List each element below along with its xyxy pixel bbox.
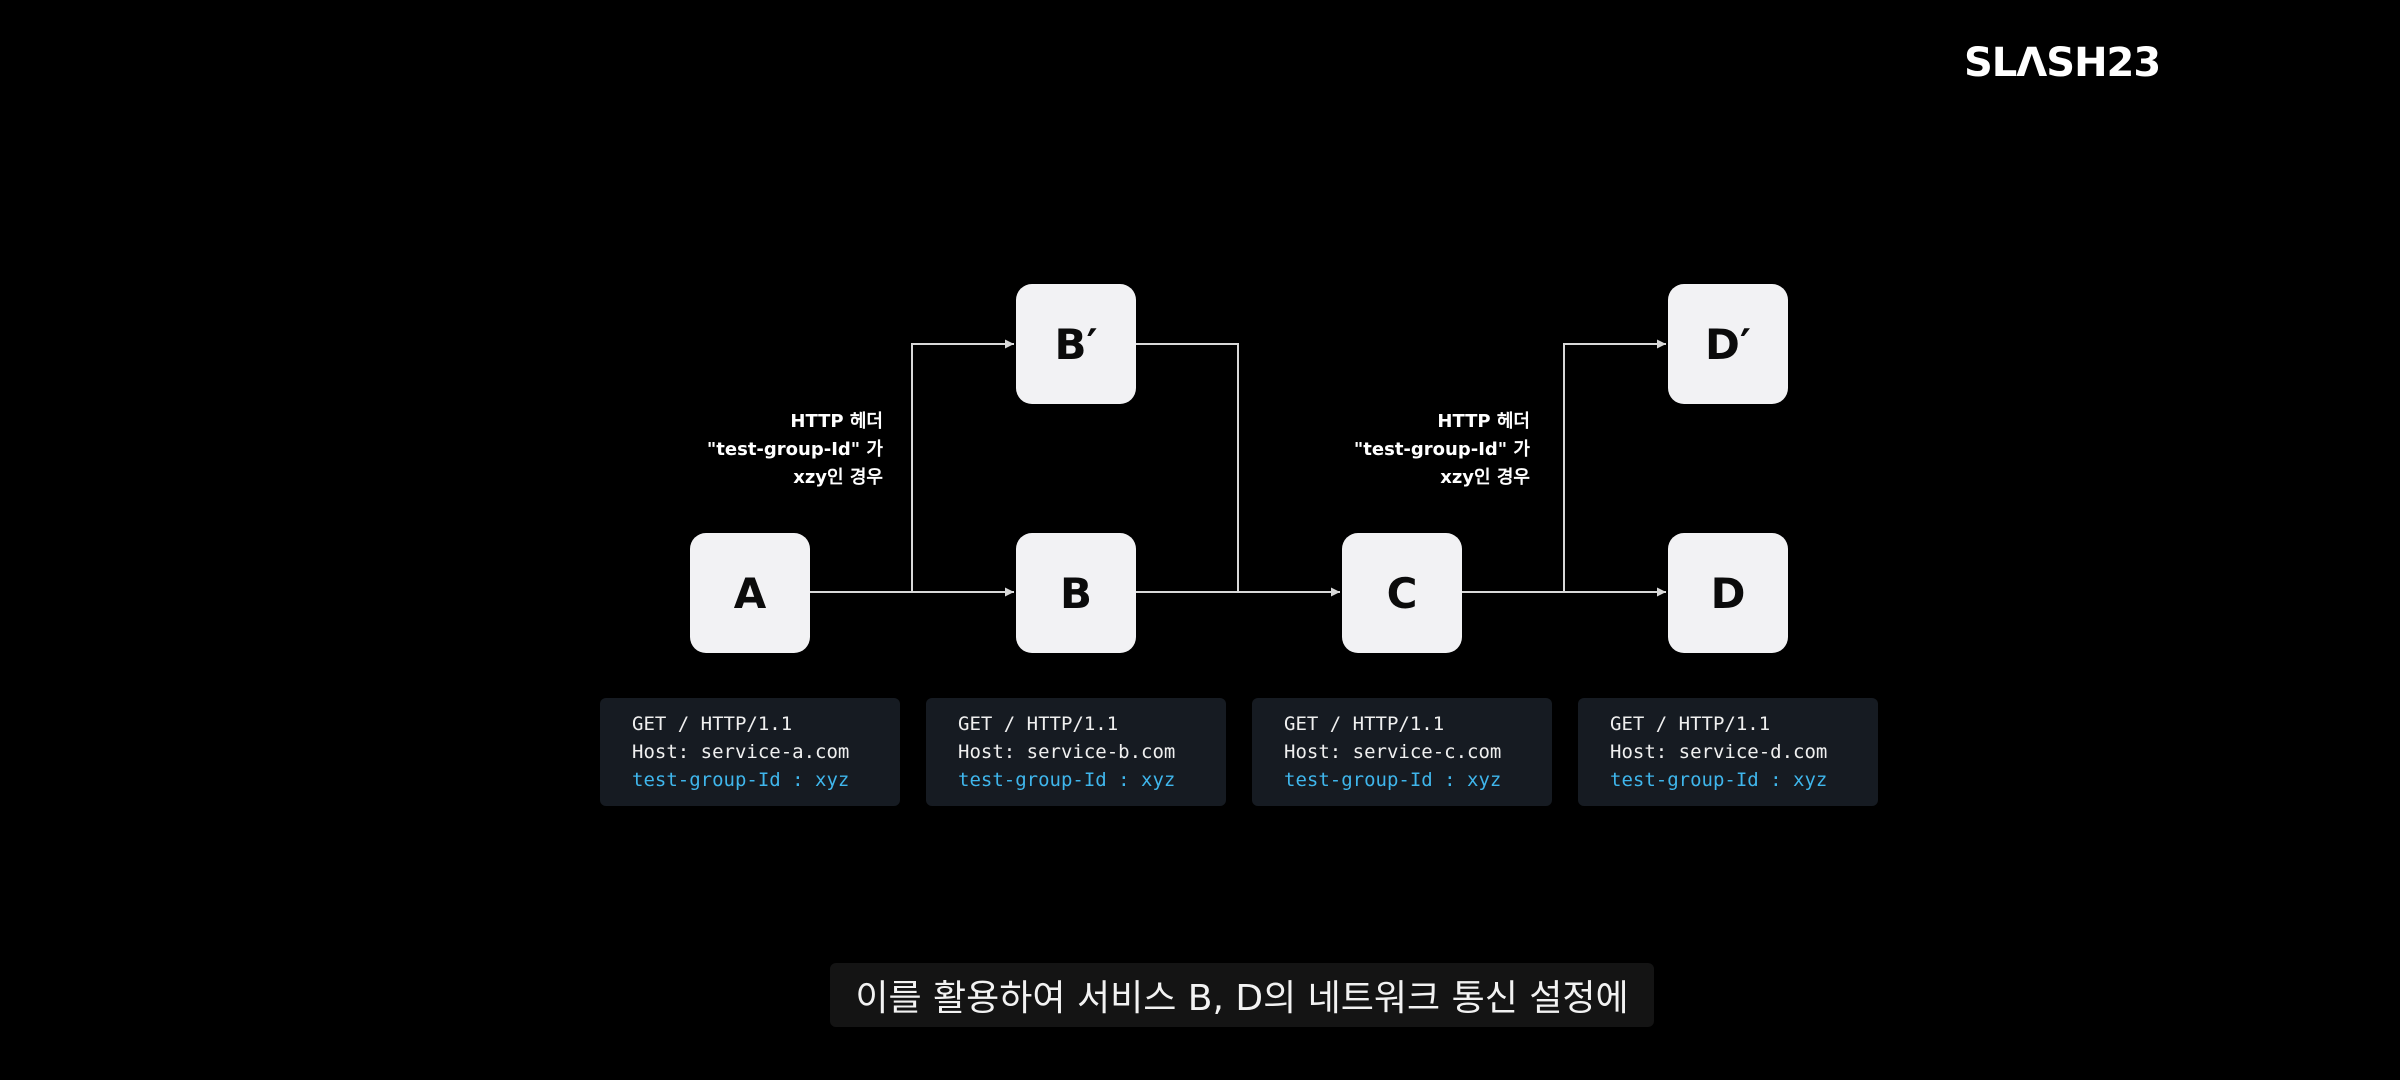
node-label: B xyxy=(1059,568,1092,618)
service-node-c: C xyxy=(1342,533,1462,653)
http-request-panel-b: GET / HTTP/1.1 Host: service-b.com test-… xyxy=(926,698,1226,806)
condition-line: "test-group-Id" 가 xyxy=(1353,439,1530,460)
line-b-prime-return xyxy=(1136,343,1239,592)
node-label: B′ xyxy=(1054,319,1098,369)
node-label: D xyxy=(1710,568,1746,618)
arrow-c-to-d-prime xyxy=(1563,339,1666,592)
arrow-a-to-b-prime xyxy=(911,339,1014,592)
condition-line: "test-group-Id" 가 xyxy=(706,439,883,460)
condition-line: HTTP 헤더 xyxy=(1437,411,1530,432)
host-header: Host: service-c.com xyxy=(1284,741,1502,763)
http-request-panel-d: GET / HTTP/1.1 Host: service-d.com test-… xyxy=(1578,698,1878,806)
condition-line: xzy인 경우 xyxy=(793,467,883,488)
service-node-b: B xyxy=(1016,533,1136,653)
subtitle-caption: 이를 활용하여 서비스 B, D의 네트워크 통신 설정에 xyxy=(830,963,1654,1027)
http-request-panel-a: GET / HTTP/1.1 Host: service-a.com test-… xyxy=(600,698,900,806)
request-line: GET / HTTP/1.1 xyxy=(632,713,793,735)
host-header: Host: service-d.com xyxy=(1610,741,1828,763)
request-line: GET / HTTP/1.1 xyxy=(1284,713,1445,735)
test-group-header: test-group-Id : xyz xyxy=(1284,769,1502,791)
service-node-a: A xyxy=(690,533,810,653)
condition-line: xzy인 경우 xyxy=(1440,467,1530,488)
condition-line: HTTP 헤더 xyxy=(790,411,883,432)
request-line: GET / HTTP/1.1 xyxy=(958,713,1119,735)
subtitle-text: 이를 활용하여 서비스 B, D의 네트워크 통신 설정에 xyxy=(855,978,1629,1019)
node-label: A xyxy=(733,568,767,618)
service-node-d-prime: D′ xyxy=(1668,284,1788,404)
test-group-header: test-group-Id : xyz xyxy=(1610,769,1828,791)
test-group-header: test-group-Id : xyz xyxy=(632,769,850,791)
http-request-panel-c: GET / HTTP/1.1 Host: service-c.com test-… xyxy=(1252,698,1552,806)
node-label: C xyxy=(1386,568,1418,618)
request-line: GET / HTTP/1.1 xyxy=(1610,713,1771,735)
host-header: Host: service-a.com xyxy=(632,741,850,763)
routing-condition-label: HTTP 헤더 "test-group-Id" 가 xzy인 경우 xyxy=(1310,408,1530,492)
logo-year: 23 xyxy=(2106,40,2162,86)
host-header: Host: service-b.com xyxy=(958,741,1176,763)
node-label: D′ xyxy=(1705,319,1751,369)
routing-condition-label: HTTP 헤더 "test-group-Id" 가 xzy인 경우 xyxy=(663,408,883,492)
service-node-b-prime: B′ xyxy=(1016,284,1136,404)
logo-wordmark: SLΛSH xyxy=(1964,40,2108,86)
test-group-header: test-group-Id : xyz xyxy=(958,769,1176,791)
service-node-d: D xyxy=(1668,533,1788,653)
